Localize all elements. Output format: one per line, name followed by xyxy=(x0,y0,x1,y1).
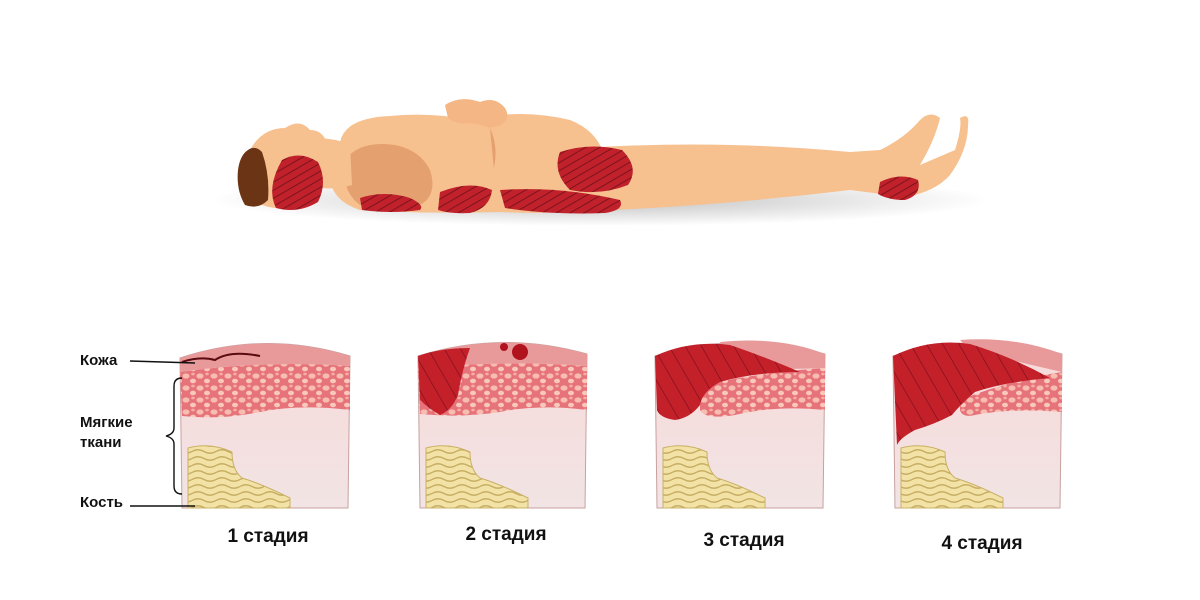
bone xyxy=(662,445,766,509)
legs xyxy=(560,114,969,212)
sore-shoulder xyxy=(360,194,422,212)
bone xyxy=(900,445,1004,509)
wound xyxy=(418,348,470,415)
label-leaders xyxy=(129,360,196,507)
label-bone: Кость xyxy=(80,494,124,511)
skin-crack xyxy=(181,352,261,363)
stage-4-cross-section xyxy=(892,339,1063,509)
sore-hip xyxy=(557,146,633,193)
fat-layer xyxy=(700,368,825,417)
stage-2-cross-section xyxy=(417,342,588,509)
forearm xyxy=(450,123,495,183)
stage-label-2: 2 стадия xyxy=(465,524,547,545)
label-skin: Кожа xyxy=(80,352,118,369)
label-soft-tissue: Мягкие ткани xyxy=(80,414,133,451)
bone xyxy=(425,445,529,509)
skin-leader xyxy=(129,360,196,364)
soft-tissue-brace xyxy=(165,377,183,495)
bone xyxy=(187,445,291,509)
stage-3-cross-section xyxy=(654,340,826,509)
sore-back xyxy=(438,185,492,214)
skin-layer xyxy=(960,339,1062,372)
stage-label-3: 3 стадия xyxy=(703,530,785,551)
sore-head xyxy=(272,155,323,210)
stage-label-4: 4 стадия xyxy=(941,533,1023,554)
blister xyxy=(512,344,528,360)
sore-sacrum xyxy=(500,189,621,214)
fat-layer xyxy=(960,372,1062,416)
stage-1-cross-section xyxy=(179,343,351,509)
wound xyxy=(655,343,800,420)
hair xyxy=(237,147,269,207)
stage-label-1: 1 стадия xyxy=(227,526,309,547)
fat-layer xyxy=(180,364,350,418)
lying-body-figure xyxy=(210,99,990,226)
arms xyxy=(445,99,508,128)
wound xyxy=(893,342,1050,445)
torso-shadow xyxy=(344,144,433,208)
blister-small xyxy=(500,343,508,351)
skin-layer xyxy=(180,343,350,372)
sore-heel xyxy=(878,176,919,200)
